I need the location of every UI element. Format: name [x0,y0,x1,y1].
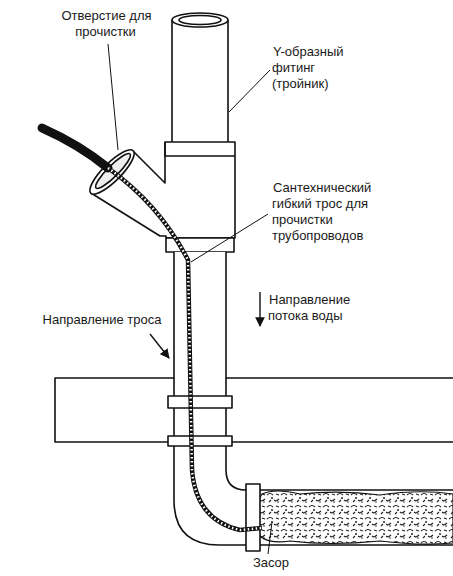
part-label: Направление потока воды [268,292,368,324]
leader-line [108,44,118,150]
pipe-coupling [168,436,232,446]
label-text: Направление троса [42,312,163,327]
part-label: Y-образный фитинг (тройник) [272,44,364,92]
pipe-coupling [168,396,232,408]
cable-direction-arrow [150,334,169,358]
horizontal-coupling [246,484,260,551]
label-text: Отверстие для прочистки [60,8,151,39]
clog [254,491,453,544]
pipe-bore [179,16,221,25]
leader-line [229,70,270,112]
part-label: Сантехнический гибкий трос для прочистки… [272,180,384,243]
elbow-inner [226,252,453,490]
leader-line [191,214,268,262]
leader-line [268,522,272,554]
label-text: Сантехнический гибкий трос для прочистки… [272,180,371,243]
fitting-socket [165,142,235,156]
pipe-rim [172,13,228,27]
label-text: Засор [252,555,290,570]
part-label: Направление троса [22,312,182,328]
label-text: Направление потока воды [268,292,350,323]
part-label: Засор [236,555,306,571]
upper-pipe [172,20,228,142]
label-text: Y-образный фитинг (тройник) [272,44,344,91]
flow-direction-arrow [259,292,260,326]
floor-slab [55,378,453,442]
cable-coil [108,168,262,530]
cable-sheath [42,128,108,168]
cleaning-cable [108,168,262,530]
part-label: Отверстие для прочистки [42,8,170,40]
